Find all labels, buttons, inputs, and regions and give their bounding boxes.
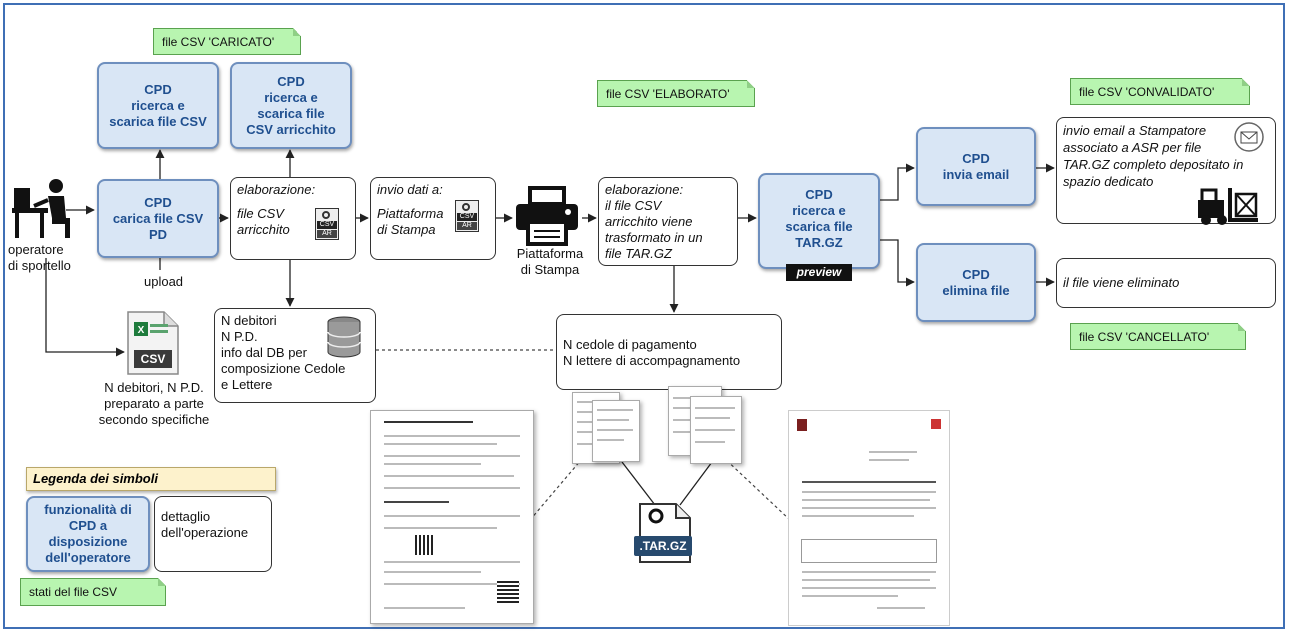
operator-desk-icon <box>12 179 70 238</box>
csv-ar-badge-icon: CSV AR <box>315 208 339 240</box>
send-data-body: Piattaforma di Stampa <box>377 206 444 237</box>
line-doc2-to-targz <box>679 461 713 506</box>
region-logo-icon <box>931 419 941 429</box>
cpd-delete-file[interactable]: CPD elimina file <box>916 243 1036 322</box>
letter-table <box>801 539 937 563</box>
emblem-icon <box>797 419 807 431</box>
upload-label: upload <box>144 274 184 289</box>
arrow-operator-to-csv <box>45 258 125 357</box>
elaboration-body: file CSV arricchito <box>237 206 290 237</box>
note-elaborato: file CSV 'ELABORATO' <box>597 80 755 107</box>
legend-states: stati del file CSV <box>20 578 166 606</box>
qr-code-icon-2 <box>497 581 519 603</box>
badge-bottom-text: AR <box>317 230 337 238</box>
cpd-search-targz[interactable]: CPD ricerca e scarica file TAR.GZ <box>758 173 880 269</box>
diagram-frame <box>3 3 1285 629</box>
note-caricato: file CSV 'CARICATO' <box>153 28 301 55</box>
printer-label: Piattaforma di Stampa <box>516 246 584 277</box>
arrow-targz-to-email <box>880 163 915 201</box>
letter-thumbnail-front <box>690 396 742 464</box>
badge-top-text: CSV <box>317 221 337 229</box>
arrow-targz-to-delete <box>880 239 915 287</box>
slip-thumbnail-front <box>592 400 640 462</box>
legend-states-text: stati del file CSV <box>29 585 118 599</box>
csv-icon-text: CSV <box>140 352 166 366</box>
csv-note: N debitori, N P.D. preparato a parte sec… <box>98 380 210 427</box>
preview-badge[interactable]: preview <box>786 264 852 281</box>
targz-label: .TAR.GZ <box>639 539 687 553</box>
cpd-send-email[interactable]: CPD invia email <box>916 127 1036 206</box>
note-elaborato-text: file CSV 'ELABORATO' <box>606 86 730 101</box>
payment-slip-sample <box>370 410 534 624</box>
legend-title: Legenda dei simboli <box>26 467 276 491</box>
forklift-icon <box>1198 188 1258 225</box>
cpd-search-csv[interactable]: CPD ricerca e scarica file CSV <box>97 62 219 149</box>
delete-detail-box: il file viene eliminato <box>1056 258 1276 308</box>
elaboration-targz-box: elaborazione: il file CSV arricchito vie… <box>598 177 738 266</box>
note-caricato-text: file CSV 'CARICATO' <box>162 34 275 49</box>
svg-text:X: X <box>138 325 145 336</box>
cpd-search-enriched-csv[interactable]: CPD ricerca e scarica file CSV arricchit… <box>230 62 352 149</box>
cedole-box: N cedole di pagamento N lettere di accom… <box>556 314 782 390</box>
send-data-box: invio dati a: Piattaforma di Stampa CSV … <box>370 177 496 260</box>
elaboration-box: elaborazione: file CSV arricchito CSV AR <box>230 177 356 260</box>
printer-icon <box>516 186 578 246</box>
line-doc1-to-targz <box>621 461 656 506</box>
csv-ar-badge-icon-2: CSV AR <box>455 200 479 232</box>
csv-file-icon: X CSV <box>126 310 180 376</box>
note-convalidato: file CSV 'CONVALIDATO' <box>1070 78 1250 105</box>
letter-sample <box>788 410 950 626</box>
note-cancellato-text: file CSV 'CANCELLATO' <box>1079 329 1210 344</box>
elaboration-title: elaborazione: <box>237 182 316 197</box>
qr-code-icon <box>415 535 435 555</box>
send-data-title: invio dati a: <box>377 182 443 197</box>
note-convalidato-text: file CSV 'CONVALIDATO' <box>1079 84 1215 99</box>
note-cancellato: file CSV 'CANCELLATO' <box>1070 323 1246 350</box>
operator-label: operatore di sportello <box>8 242 71 273</box>
legend-cpd-function: funzionalità di CPD a disposizione dell'… <box>26 496 150 572</box>
badge-bottom-text-2: AR <box>457 222 477 230</box>
cpd-upload-csv[interactable]: CPD carica file CSV PD <box>97 179 219 258</box>
badge-top-text-2: CSV <box>457 213 477 221</box>
targz-file-icon: .TAR.GZ <box>632 502 696 564</box>
database-icon <box>327 316 361 358</box>
envelope-icon <box>1234 122 1264 152</box>
legend-detail: dettaglio dell'operazione <box>154 496 272 572</box>
